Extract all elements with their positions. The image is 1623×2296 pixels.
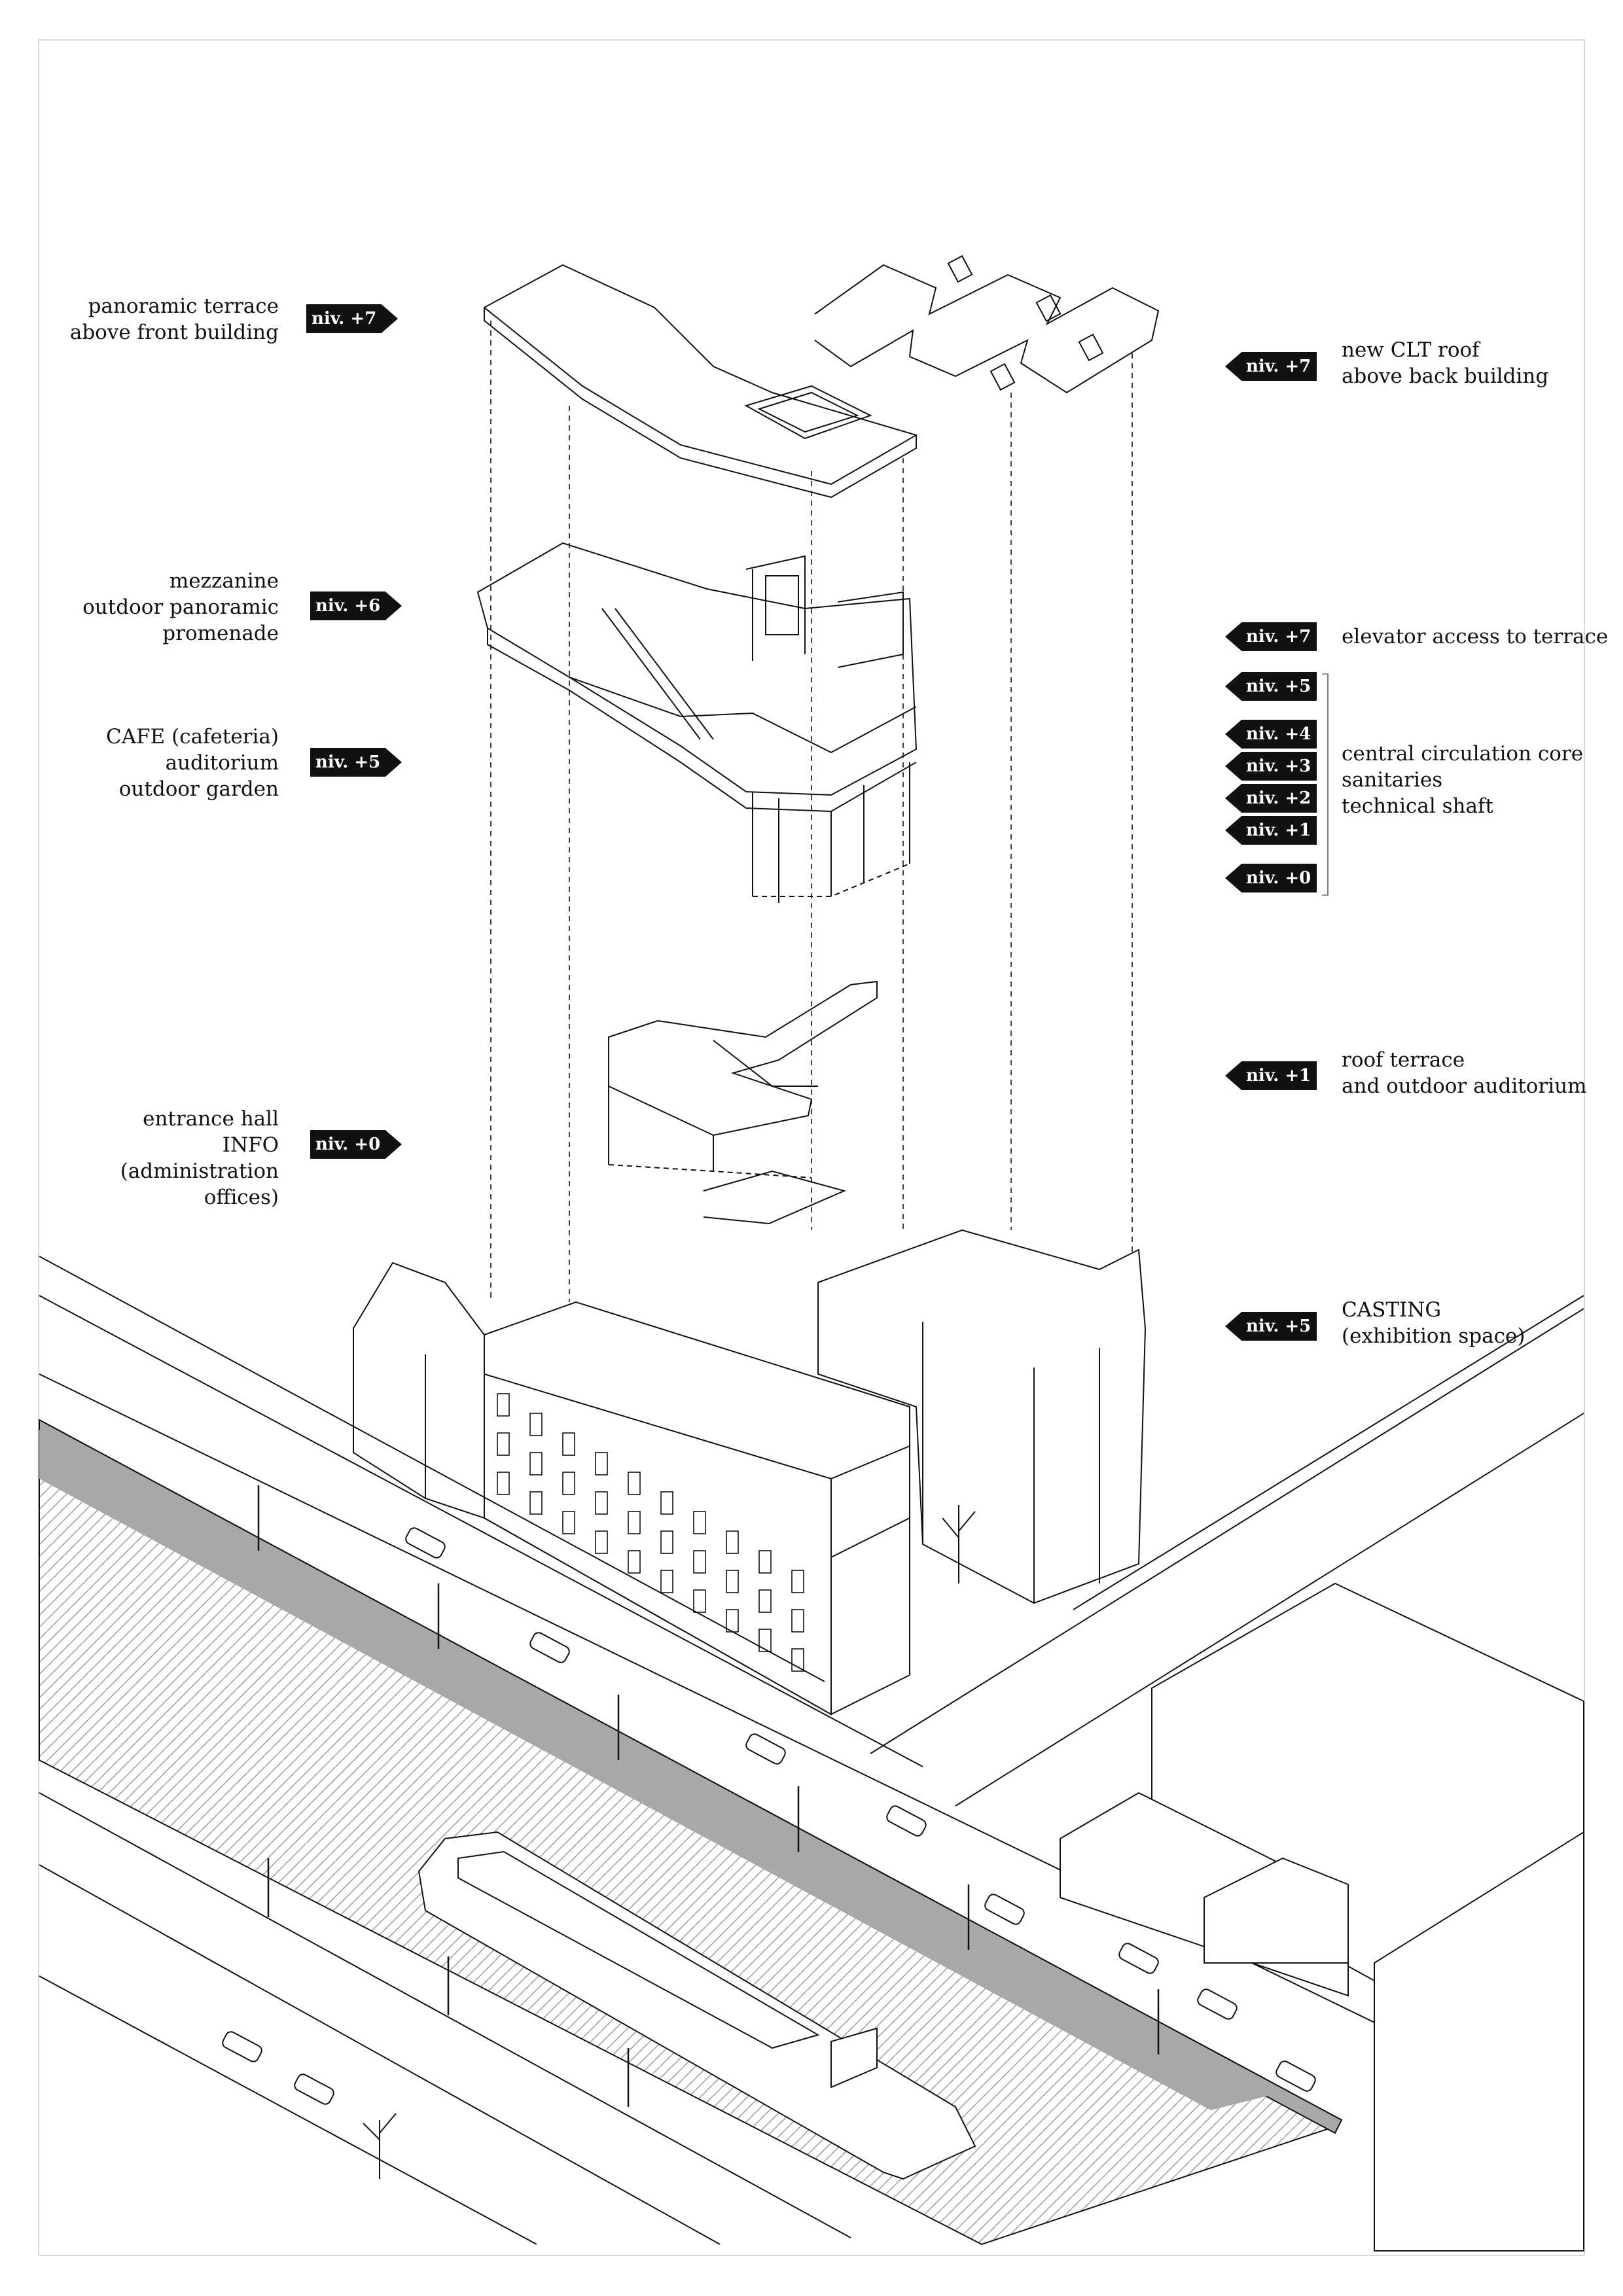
label-cafe: CAFE (cafeteria) auditorium outdoor gard… <box>43 724 279 802</box>
label-line: technical shaft <box>1342 794 1493 818</box>
label-line: new CLT roof <box>1342 338 1480 362</box>
small-house <box>353 1262 485 1519</box>
label-line: above back building <box>1342 364 1549 388</box>
label-line: INFO <box>222 1133 279 1157</box>
level-tag-core-4: niv. +4 <box>1225 720 1317 749</box>
canal-bank <box>39 1430 1276 2110</box>
roof-terrace-module <box>608 980 878 1225</box>
label-line: elevator access to terrace <box>1342 625 1609 648</box>
street-lamps <box>257 1485 1160 2107</box>
projection-lines <box>490 321 1133 1341</box>
label-casting: CASTING (exhibition space) <box>1342 1297 1616 1349</box>
label-mezzanine: mezzanine outdoor panoramic promenade <box>43 568 279 646</box>
label-line: sanitaries <box>1342 768 1443 792</box>
tree <box>363 1505 976 2179</box>
label-line: mezzanine <box>169 569 279 593</box>
level-tag-mezzanine: niv. +6 <box>310 592 402 620</box>
clt-roof-folded <box>814 255 1160 394</box>
label-line: above front building <box>69 321 279 344</box>
label-line: (administration offices) <box>120 1159 279 1209</box>
label-line: auditorium <box>165 751 279 775</box>
front-building-windows <box>497 1393 804 1672</box>
label-line: outdoor garden <box>118 777 279 801</box>
level-tag-elevator: niv. +7 <box>1225 622 1317 651</box>
level-tag-core-1: niv. +1 <box>1225 816 1317 845</box>
label-entrance-hall: entrance hall INFO (administration offic… <box>43 1106 279 1210</box>
label-line: CASTING <box>1342 1298 1442 1322</box>
level-tag-core-3: niv. +3 <box>1225 752 1317 781</box>
mezzanine-cafe-module <box>476 542 918 903</box>
panoramic-terrace-slab <box>483 264 918 499</box>
label-clt-roof: new CLT roof above back building <box>1342 337 1616 389</box>
label-panoramic-terrace: panoramic terrace above front building <box>43 293 279 345</box>
level-tag-core-0: niv. +0 <box>1225 864 1317 892</box>
level-tag-core-5: niv. +5 <box>1225 672 1317 701</box>
label-line: panoramic terrace <box>88 294 279 318</box>
barge <box>418 1831 976 2180</box>
label-elevator: elevator access to terrace <box>1342 624 1616 650</box>
label-line: roof terrace <box>1342 1048 1465 1072</box>
label-line: entrance hall <box>143 1107 279 1131</box>
level-tag-entrance: niv. +0 <box>310 1130 402 1159</box>
cars <box>222 1527 1316 2105</box>
label-line: promenade <box>162 622 279 645</box>
label-core: central circulation core sanitaries tech… <box>1342 741 1616 819</box>
drawing-frame <box>38 39 1585 2256</box>
label-line: central circulation core <box>1342 742 1584 766</box>
core-level-bracket <box>1327 674 1329 895</box>
level-tag-clt-roof: niv. +7 <box>1225 352 1317 381</box>
level-tag-casting: niv. +5 <box>1225 1312 1317 1341</box>
level-tag-roof-terrace: niv. +1 <box>1225 1061 1317 1090</box>
label-line: and outdoor auditorium <box>1342 1074 1587 1098</box>
level-tag-terrace: niv. +7 <box>306 304 398 333</box>
back-building <box>817 1229 1147 1604</box>
label-line: outdoor panoramic <box>82 595 279 619</box>
label-line: (exhibition space) <box>1342 1324 1525 1348</box>
level-tag-core-2: niv. +2 <box>1225 784 1317 813</box>
right-warehouses <box>1060 1582 1584 2252</box>
label-roof-terrace: roof terrace and outdoor auditorium <box>1342 1047 1616 1099</box>
level-tag-cafe: niv. +5 <box>310 748 402 777</box>
label-line: CAFE (cafeteria) <box>106 725 279 749</box>
